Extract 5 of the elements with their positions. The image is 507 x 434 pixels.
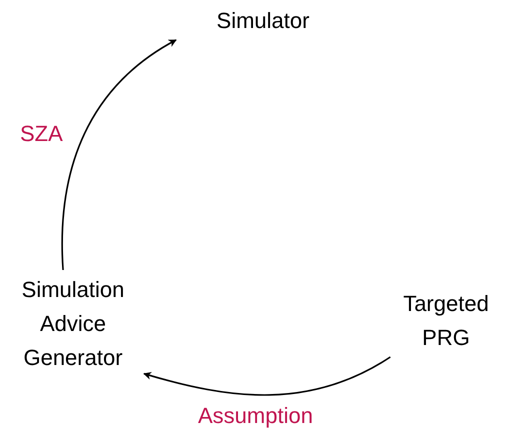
curved-arrow xyxy=(61,39,177,270)
node-label: Targeted PRG xyxy=(402,290,490,352)
curved-arrow xyxy=(143,356,391,396)
node-label: Simulator xyxy=(216,7,310,35)
node-label: Simulation Advice Generator xyxy=(20,276,126,372)
